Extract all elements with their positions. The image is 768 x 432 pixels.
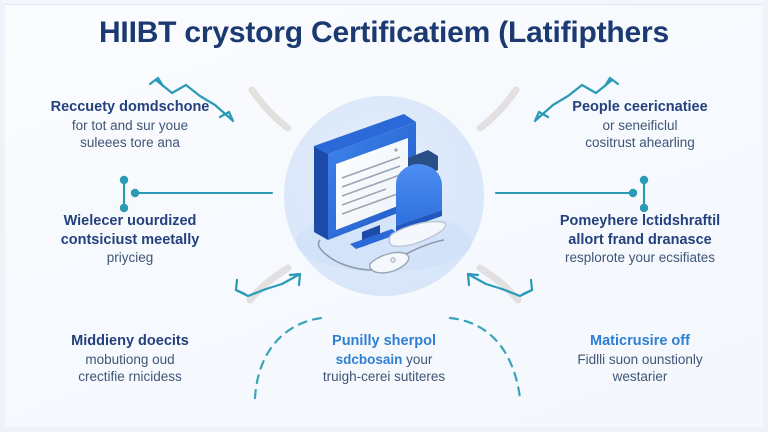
- callout-bottom-center-line2: sdcbosain your: [268, 351, 500, 368]
- mouse-cable: [317, 239, 373, 271]
- callout-bottom-left-line3: crectifie rnicidess: [78, 368, 182, 384]
- document-bullet-dot: [394, 148, 398, 152]
- callout-bottom-right: Maticrusire off Fidlli suon ounstionly w…: [524, 332, 756, 385]
- arrow-top-right: [534, 78, 614, 122]
- monitor-base: [350, 229, 398, 249]
- monitor-top-edge: [314, 114, 416, 154]
- callout-bottom-left-line2: mobutiong oud: [85, 351, 175, 367]
- callout-top-right: People ceericnatiee or seneificlul cosit…: [524, 98, 756, 151]
- callout-bottom-left: Middieny doecits mobutiong oud crectifie…: [14, 332, 246, 385]
- callout-bottom-right-heading: Maticrusire off: [590, 333, 690, 349]
- callout-bottom-center-line3: truigh-cerei sutiteres: [322, 368, 446, 384]
- callout-middle-left-line3: priycieg: [106, 250, 154, 266]
- callout-bottom-center-rest: your: [402, 351, 433, 367]
- callout-top-left-line2: for tot and sur youe: [71, 117, 189, 133]
- callout-middle-left: Wielecer uourdized contsiciust meetally …: [14, 212, 246, 266]
- callout-top-right-line2: or seneificlul: [602, 117, 678, 133]
- callout-bottom-right-line3: westarier: [612, 368, 668, 384]
- monitor-left-edge: [314, 146, 328, 240]
- callout-middle-right-line3: resplorote your ecsifiates: [564, 250, 716, 266]
- arrow-top-left: [154, 78, 234, 122]
- zigzag-arrows: [148, 76, 620, 298]
- page-title: HIIBT crystorg Certificatiem (Latifipthe…: [98, 16, 670, 49]
- central-illustration: [276, 92, 492, 308]
- callout-bottom-center: Punilly sherpol sdcbosain your truigh-ce…: [268, 332, 500, 385]
- callout-bottom-center-heading: Punilly sherpol: [332, 333, 436, 349]
- computer-mouse: [369, 251, 410, 274]
- keyboard: [388, 220, 447, 248]
- callout-middle-right-heading: Pomeyhere lctidshraftil: [559, 213, 721, 229]
- dashed-arc-left: [253, 316, 324, 400]
- callout-top-right-heading: People ceericnatiee: [572, 99, 708, 115]
- callout-middle-left-line2: contsiciust meetally: [60, 231, 200, 248]
- callout-top-left-heading: Reccuety domdschone: [50, 99, 210, 115]
- mouse-cable-right: [405, 239, 445, 255]
- callout-middle-right-line2: allort frand dranasce: [568, 231, 712, 248]
- callout-middle-right: Pomeyhere lctidshraftil allort frand dra…: [524, 212, 756, 266]
- callout-bottom-right-line2: Fidlli suon ounstionly: [577, 351, 703, 367]
- avatar-body: [396, 164, 442, 226]
- callout-middle-left-heading: Wielecer uourdized: [63, 213, 197, 229]
- mouse-scroll-wheel: [390, 257, 396, 263]
- document-text-lines: [341, 156, 401, 215]
- decorative-swooshes: [246, 86, 522, 304]
- dashed-arcs: [253, 316, 522, 400]
- callout-bottom-center-highlight: sdcbosain: [335, 351, 403, 367]
- callout-top-right-line3: cositrust ahearling: [585, 134, 695, 150]
- workstation-illustration: [296, 114, 472, 274]
- callout-top-left-line3: suleees tore ana: [80, 134, 180, 150]
- callout-top-left: Reccuety domdschone for tot and sur youe…: [14, 98, 246, 151]
- callout-bottom-left-heading: Middieny doecits: [71, 333, 189, 349]
